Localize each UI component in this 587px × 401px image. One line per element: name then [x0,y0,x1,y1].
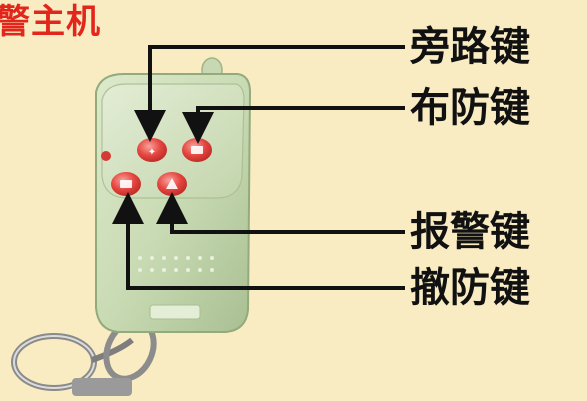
alarm-button[interactable] [157,172,187,196]
svg-text:✦: ✦ [148,147,156,158]
leader-lines [112,45,405,290]
bypass-arrow [134,45,405,142]
page-title: 警主机 [0,2,101,42]
bypass-label: 旁路键 [410,24,530,70]
led-indicator [101,151,111,161]
bypass-button[interactable]: ✦ [137,138,167,162]
arm-button[interactable] [182,138,212,162]
remote-control-icon [95,73,252,333]
alarm-label: 报警键 [410,209,530,255]
alarm-arrow [156,192,405,234]
disarm-label: 撤防键 [410,265,530,311]
disarm-arrow [112,192,405,290]
arm-label: 布防键 [410,85,530,131]
arm-arrow [182,106,405,144]
disarm-button[interactable] [111,172,141,196]
